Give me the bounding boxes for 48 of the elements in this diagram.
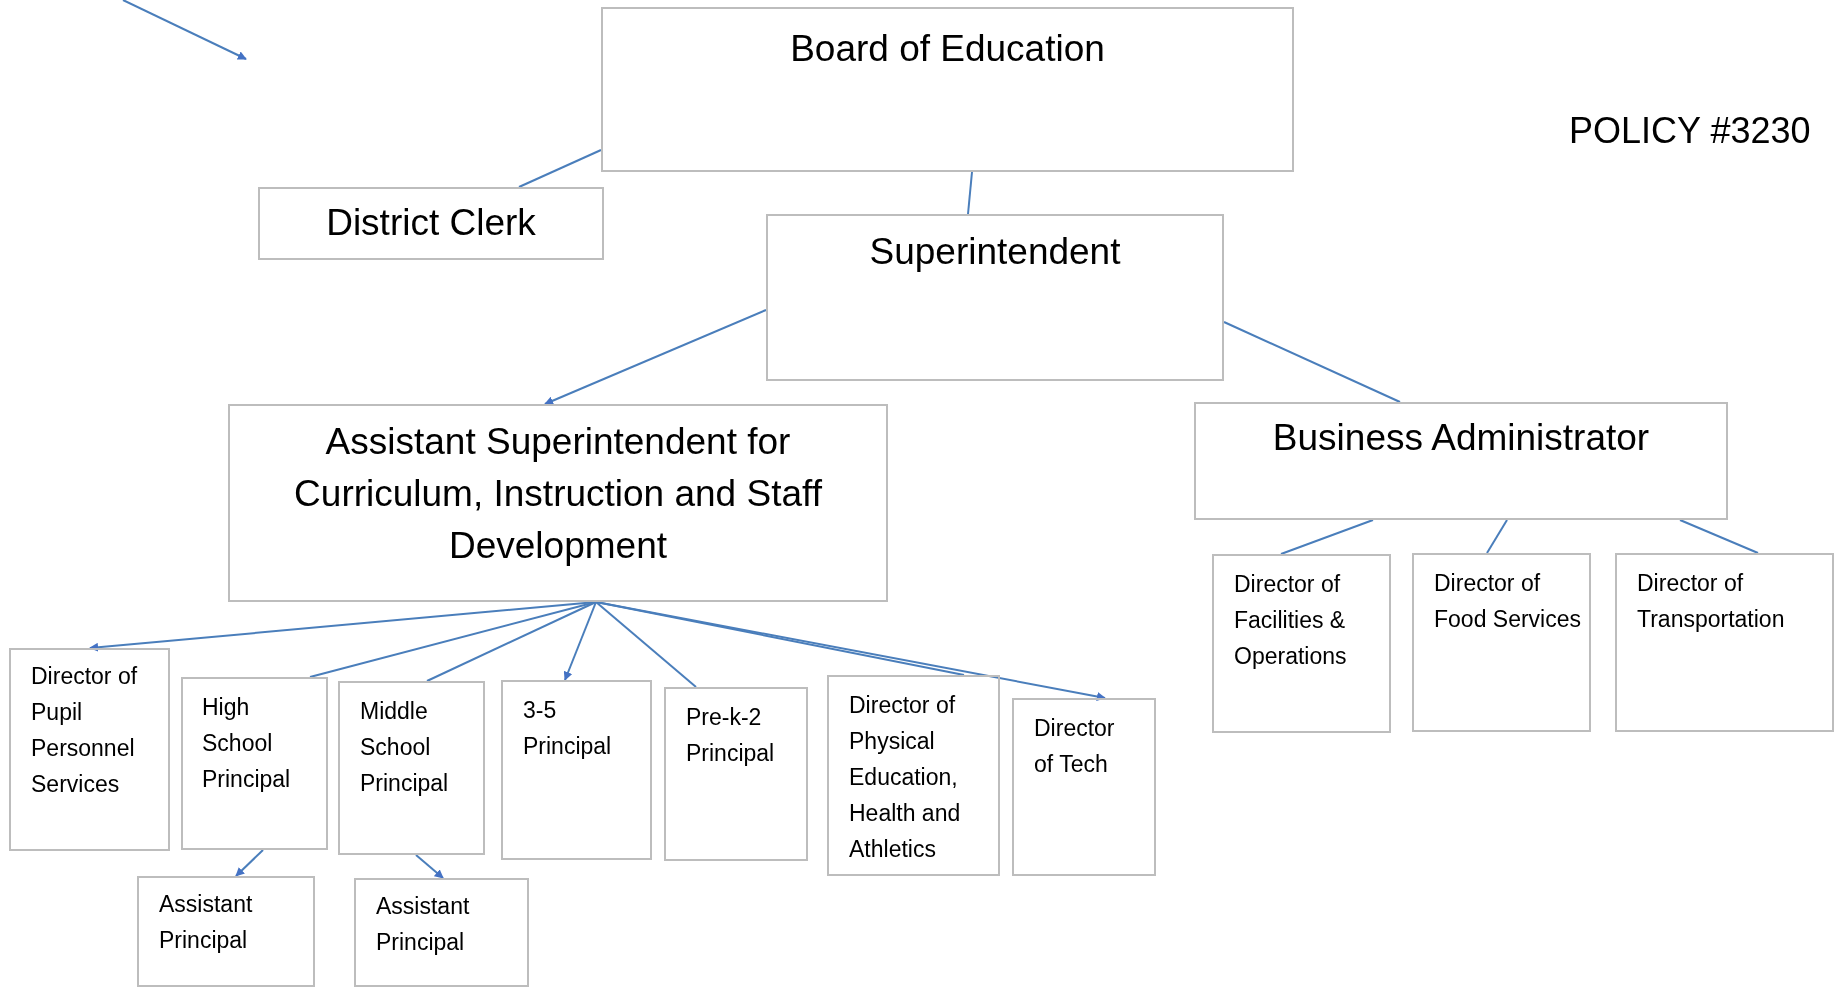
org-box	[1412, 553, 1591, 732]
org-box	[181, 677, 328, 850]
connector-line	[595, 601, 965, 676]
org-box	[1615, 553, 1834, 732]
connector-line	[518, 149, 602, 188]
org-box	[1212, 554, 1391, 733]
org-box	[137, 876, 315, 987]
connector-line	[1486, 519, 1508, 554]
org-box	[664, 687, 808, 861]
position-title: Assistant Superintendent for Curriculum, Instruction and Staff Development	[293, 420, 823, 568]
arrow	[235, 849, 264, 877]
position-title: Director of Food Services	[1434, 569, 1581, 634]
position-title: 3-5 Principal	[523, 696, 613, 761]
org-box	[228, 404, 888, 602]
org-box	[354, 878, 529, 987]
arrow	[595, 601, 1106, 701]
position-title: Superintendent	[868, 230, 1122, 274]
arrow	[563, 601, 597, 681]
connector-line	[595, 601, 697, 688]
position-title: Pre-k-2 Principal	[686, 703, 776, 768]
org-box	[766, 214, 1224, 381]
org-box	[9, 648, 170, 851]
connector-line	[1280, 519, 1374, 555]
position-title: Director of Transportation	[1637, 569, 1786, 634]
org-box	[1194, 402, 1728, 520]
position-title: Assistant Principal	[376, 892, 471, 957]
org-box	[827, 675, 1000, 876]
position-title: Board of Education	[789, 27, 1106, 71]
position-title: Business Administrator	[1271, 416, 1651, 460]
org-box	[1012, 698, 1156, 876]
position-title: District Clerk	[325, 201, 537, 245]
connector-line	[967, 171, 973, 215]
connector-line	[426, 601, 597, 682]
org-box	[501, 680, 652, 860]
org-box	[601, 7, 1294, 172]
position-title: Assistant Principal	[159, 890, 254, 955]
org-box	[258, 187, 604, 260]
position-title: High School Principal	[202, 693, 292, 794]
position-title: Director of Pupil Personnel Services	[31, 662, 138, 799]
arrow	[544, 309, 767, 405]
policy-number: POLICY #3230	[1569, 110, 1811, 152]
position-title: Middle School Principal	[360, 697, 450, 798]
org-box	[338, 681, 485, 855]
position-title: Director of Facilities & Operations	[1234, 570, 1348, 671]
connector-line	[1223, 321, 1401, 403]
arrow	[415, 854, 444, 879]
position-title: Director of Physical Education, Health and Athletics	[849, 691, 962, 864]
position-title: Director of Tech	[1034, 714, 1116, 779]
